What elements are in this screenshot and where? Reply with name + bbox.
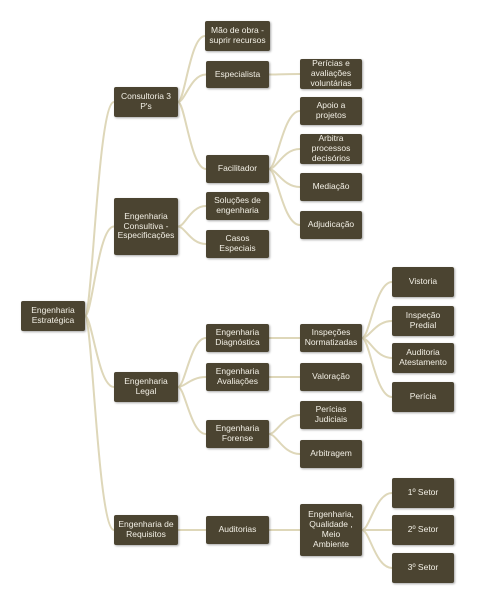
node-1-setor: 1º Setor xyxy=(392,478,454,508)
node-valoracao: Valoração xyxy=(300,363,362,391)
connector-facilitador-arbitra xyxy=(268,148,301,170)
node-inspecoes-normatizadas: Inspeções Normatizadas xyxy=(300,324,362,352)
node-engenharia-consultiva: Engenharia Consultiva - Especificações xyxy=(114,198,178,255)
connector-consultoria-especialista xyxy=(177,73,207,103)
connector-facilitador-apoio xyxy=(268,110,301,170)
connector-eng_legal-eng_diagnostica xyxy=(177,337,207,388)
node-engenharia-legal: Engenharia Legal xyxy=(114,372,178,402)
node-consultoria-3ps: Consultoria 3 P's xyxy=(114,87,178,117)
connector-eng_forense-pericias_judiciais xyxy=(268,414,301,435)
connector-inspecoes-vistoria xyxy=(361,281,393,339)
connector-eng_consultiva-solucoes xyxy=(177,205,207,228)
node-inspecao-predial: Inspeção Predial xyxy=(392,306,454,336)
connector-root-eng_requisitos xyxy=(84,315,115,531)
node-apoio-a-projetos: Apoio a projetos xyxy=(300,97,362,125)
connector-root-consultoria xyxy=(84,101,115,317)
connector-inspecoes-pericia xyxy=(361,337,393,398)
node-engenharia-qualidade-meio-ambiente: Engenharia, Qualidade , Meio Ambiente xyxy=(300,504,362,556)
node-engenharia-forense: Engenharia Forense xyxy=(206,420,269,448)
node-solucoes-de-engenharia: Soluções de engenharia xyxy=(206,192,269,220)
connector-eng_forense-arbitragem xyxy=(268,433,301,455)
node-pericia: Perícia xyxy=(392,382,454,412)
node-especialista: Especialista xyxy=(206,61,269,88)
node-casos-especiais: Casos Especiais xyxy=(206,230,269,258)
node-facilitador: Facilitador xyxy=(206,155,269,183)
node-auditoria-atestamento: Auditoria Atestamento xyxy=(392,343,454,373)
node-mediacao: Mediação xyxy=(300,173,362,201)
node-3-setor: 3º Setor xyxy=(392,553,454,583)
connector-especialista-pericias_aval xyxy=(268,73,301,76)
connector-eng_consultiva-casos xyxy=(177,225,207,245)
node-auditorias: Auditorias xyxy=(206,516,269,544)
connector-consultoria-maodeobra xyxy=(177,35,206,103)
connector-facilitador-adjudicacao xyxy=(268,168,301,226)
connector-eng_qualidade-setor3 xyxy=(361,529,393,569)
connector-consultoria-facilitador xyxy=(177,101,207,170)
node-vistoria: Vistoria xyxy=(392,267,454,297)
node-2-setor: 2º Setor xyxy=(392,515,454,545)
node-pericias-judiciais: Perícias Judiciais xyxy=(300,401,362,429)
connector-inspecoes-auditoria_atest xyxy=(361,337,393,359)
node-engenharia-diagnostica: Engenharia Diagnóstica xyxy=(206,324,269,352)
node-adjudicacao: Adjudicação xyxy=(300,211,362,239)
node-mao-de-obra: Mão de obra - suprir recursos xyxy=(205,21,270,51)
connector-root-eng_legal xyxy=(84,315,115,388)
node-arbitragem: Arbitragem xyxy=(300,440,362,468)
node-arbitra-processos-decisorios: Arbitra processos decisórios xyxy=(300,133,362,164)
connector-eng_qualidade-setor1 xyxy=(361,492,393,531)
node-engenharia-avaliacoes: Engenharia Avaliações xyxy=(206,363,269,391)
node-engenharia-de-requisitos: Engenharia de Requisitos xyxy=(114,515,178,545)
connector-root-eng_consultiva xyxy=(84,225,115,317)
node-engenharia-estrategica: Engenharia Estratégica xyxy=(21,301,85,331)
connector-eng_legal-eng_forense xyxy=(177,386,207,435)
node-pericias-avaliacoes-voluntarias: Perícias e avaliações voluntárias xyxy=(300,58,362,89)
